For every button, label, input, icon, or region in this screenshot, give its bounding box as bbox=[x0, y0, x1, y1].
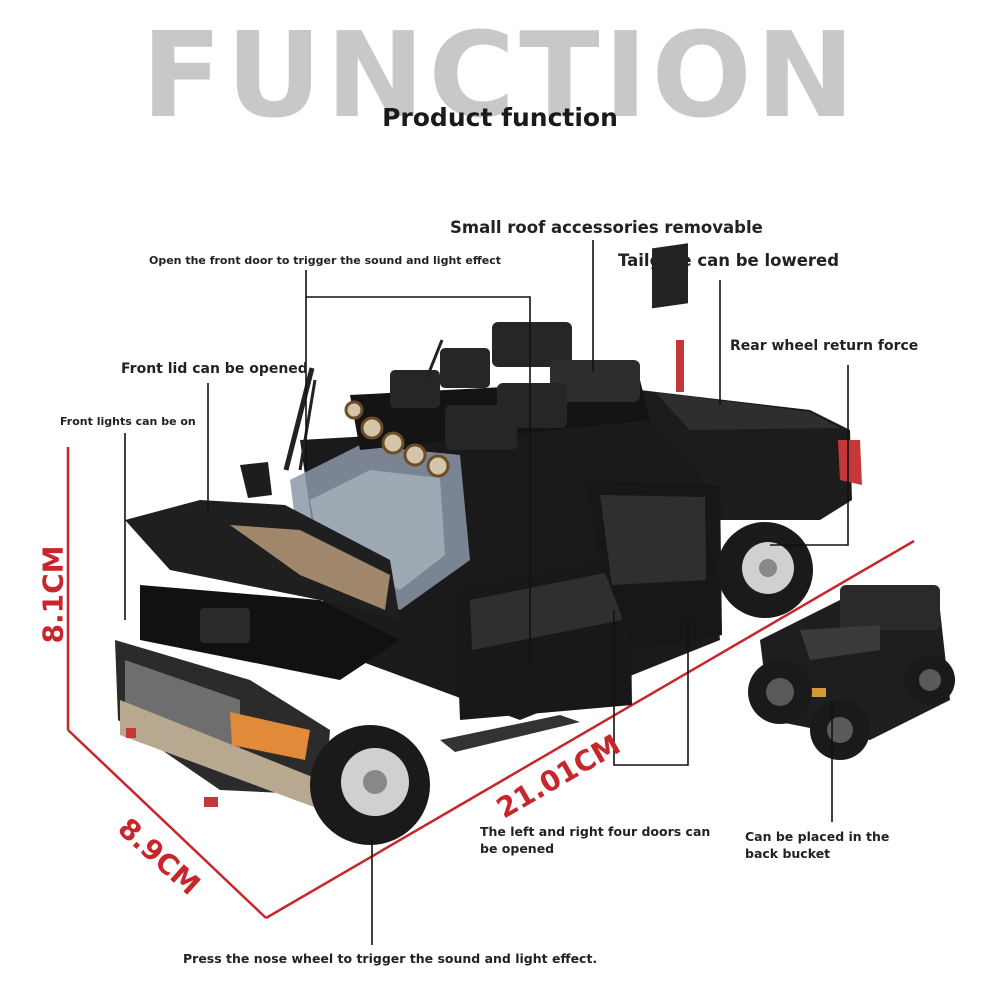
callout-nose-wheel: Press the nose wheel to trigger the soun… bbox=[183, 951, 598, 966]
callout-front-lid: Front lid can be opened bbox=[121, 361, 308, 377]
dimension-height: 8.1CM bbox=[36, 545, 70, 644]
truck-image bbox=[115, 243, 862, 845]
callout-roof-accessories: Small roof accessories removable bbox=[450, 218, 763, 237]
callout-tailgate: Tailgate can be lowered bbox=[618, 251, 840, 270]
callout-door-sound: Open the front door to trigger the sound… bbox=[149, 254, 501, 267]
callout-front-lights: Front lights can be on bbox=[60, 415, 196, 428]
roof-box bbox=[440, 348, 490, 388]
roof-box bbox=[445, 405, 517, 450]
callout-rear-wheel: Rear wheel return force bbox=[730, 338, 919, 354]
roof-box bbox=[492, 322, 572, 367]
big-title: FUNCTION bbox=[141, 6, 859, 144]
callout-lines bbox=[124, 240, 849, 945]
callout-doors: The left and right four doors can be ope… bbox=[480, 824, 711, 856]
roof-light-bar bbox=[344, 400, 450, 478]
subtitle: Product function bbox=[382, 103, 618, 132]
length-dimension-line bbox=[265, 539, 915, 920]
atv-image bbox=[748, 585, 955, 760]
roof-box bbox=[550, 360, 640, 402]
roof-box bbox=[390, 370, 440, 408]
front-wheel bbox=[310, 725, 430, 845]
width-dimension-line bbox=[67, 729, 267, 919]
rear-wheel bbox=[717, 522, 813, 618]
dimension-lines bbox=[66, 447, 915, 920]
callout-back-bucket: Can be placed in the back bucket bbox=[745, 829, 890, 861]
